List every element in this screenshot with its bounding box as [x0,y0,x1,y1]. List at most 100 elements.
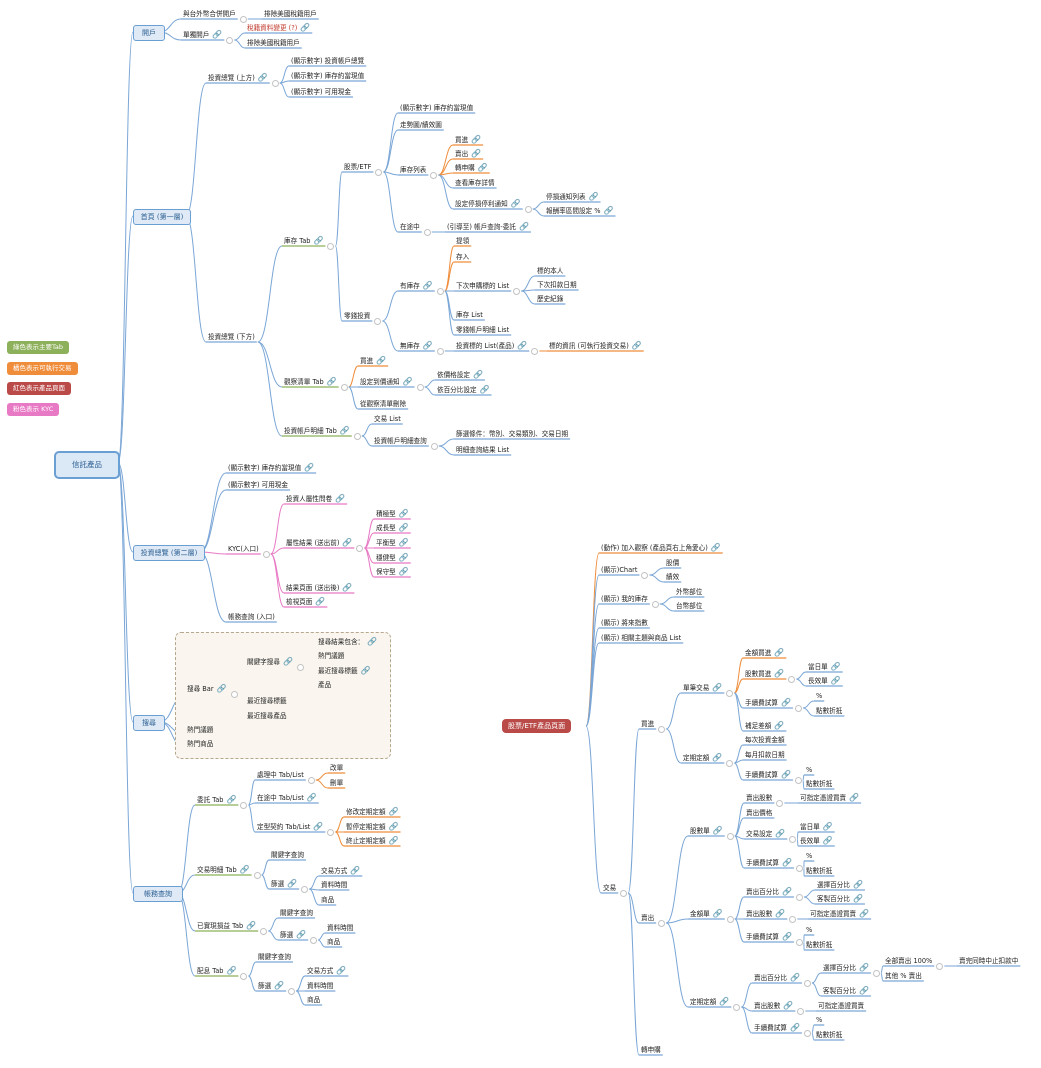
node-kyc_t1[interactable]: 積極型🔗 [376,509,409,519]
link-icon[interactable]: 🔗 [849,793,860,802]
collapse-toggle-icon[interactable] [296,664,304,671]
node-kyc-question[interactable]: 投資人屬性問卷🔗 [286,494,345,504]
link-icon[interactable]: 🔗 [398,509,409,518]
link-icon[interactable]: 🔗 [216,684,227,693]
node-custom-pct-1[interactable]: 客製百分比🔗 [817,894,863,904]
node-trade-tab[interactable]: 交易明細 Tab🔗 [197,865,250,875]
link-icon[interactable]: 🔗 [246,921,257,930]
node-kyc_t4[interactable]: 穩健型🔗 [376,553,409,563]
collapse-toggle-icon[interactable] [307,777,315,784]
collapse-toggle-icon[interactable] [936,963,944,970]
link-icon[interactable]: 🔗 [226,966,237,975]
node-kyc-result[interactable]: 屬性結果 (送出前)🔗 [286,538,352,548]
collapse-toggle-icon[interactable] [226,37,234,44]
node-acct-query[interactable]: 投資帳戶明細查詢 [374,436,427,446]
node-account-tab[interactable]: 投資帳戶明細 Tab🔗 [284,426,350,436]
node-il-buy[interactable]: 買進🔗 [455,135,481,145]
collapse-toggle-icon[interactable] [524,206,532,213]
node-tax-change[interactable]: 稅籍資料變更 (?)🔗 [247,23,310,33]
link-icon[interactable]: 🔗 [780,698,791,707]
node-sell-shares-3[interactable]: 賣出股數🔗 [754,1001,793,1011]
collapse-toggle-icon[interactable] [795,894,803,901]
node-fee-points-3[interactable]: 點數折抵 [806,866,832,876]
node-has-inventory[interactable]: 有庫存🔗 [400,281,433,291]
node-fixed-tab[interactable]: 定型契約 Tab/List🔗 [257,822,323,832]
node-add-watch[interactable]: (動作) 加入觀察 (產品頁右上角愛心)🔗 [601,543,721,553]
node-ov_top_3[interactable]: (顯示數字) 可用現金 [291,87,351,97]
collapse-toggle-icon[interactable] [327,243,335,250]
node-amount-order[interactable]: 金額單🔗 [690,909,723,919]
collapse-toggle-icon[interactable] [430,443,438,450]
node-ov2-cash[interactable]: (顯示數字) 可用現金 [228,480,288,490]
link-icon[interactable]: 🔗 [398,567,409,576]
node-no-inv-info[interactable]: 標的資訊 (可執行投資交易)🔗 [549,341,642,351]
node-keyword-search[interactable]: 關鍵字搜尋🔗 [247,657,293,667]
node-trade-filter[interactable]: 篩選🔗 [271,879,297,889]
node-dividend-tab[interactable]: 配息 Tab🔗 [197,966,236,976]
node-related-list[interactable]: (顯示) 相關主題與商品 List [601,633,681,643]
node-fee-pct-2[interactable]: % [806,765,812,775]
link-icon[interactable]: 🔗 [422,341,433,350]
node-div_f2[interactable]: 資料時間 [307,981,333,991]
collapse-toggle-icon[interactable] [310,937,318,944]
node-watch-tab[interactable]: 觀察清單 Tab🔗 [284,377,337,387]
link-icon[interactable]: 🔗 [471,135,482,144]
node-chart-perf[interactable]: 績效 [666,572,679,582]
collapse-toggle-icon[interactable] [436,348,444,355]
node-single-trade[interactable]: 單筆交易🔗 [683,683,722,693]
node-open[interactable]: 開戶 [133,25,165,41]
node-watch-buy[interactable]: 買進🔗 [360,356,386,366]
collapse-toggle-icon[interactable] [301,886,309,893]
node-choose-pct-1[interactable]: 選擇百分比🔗 [817,880,863,890]
collapse-toggle-icon[interactable] [430,172,438,179]
node-div_f1[interactable]: 交易方式🔗 [307,966,346,976]
node-buy[interactable]: 買進 [641,719,654,729]
link-icon[interactable]: 🔗 [774,648,785,657]
node-modify-order[interactable]: 改單 [330,763,343,773]
node-tt_f1[interactable]: 交易方式🔗 [321,866,360,876]
collapse-toggle-icon[interactable] [658,726,666,733]
node-hot-topic[interactable]: 熱門議題 [187,725,213,735]
node-choose-pct-2[interactable]: 選擇百分比🔗 [823,963,869,973]
node-account-query[interactable]: 帳務查詢 (入口) [228,612,275,622]
node-div_f3[interactable]: 商品 [307,995,320,1005]
product-page-root[interactable]: 股票/ETF產品頁面 [502,719,572,733]
collapse-toggle-icon[interactable] [239,16,247,23]
node-cert-trade-1[interactable]: 可指定憑證買賣🔗 [800,793,859,803]
node-ov_top_2[interactable]: (顯示數字) 庫存約當現值 [291,71,364,81]
node-future-index[interactable]: (顯示) 將來指數 [601,618,648,628]
collapse-toggle-icon[interactable] [872,970,880,977]
collapse-toggle-icon[interactable] [353,433,361,440]
node-kw_2[interactable]: 熱門議題 [318,651,344,661]
link-icon[interactable]: 🔗 [830,662,841,671]
link-icon[interactable]: 🔗 [367,637,378,646]
node-switch[interactable]: 轉申購 [641,1045,661,1055]
node-fixed-sell[interactable]: 定期定額🔗 [690,997,729,1007]
link-icon[interactable]: 🔗 [388,822,399,831]
node-recent-tag[interactable]: 最近搜尋標籤 [247,696,287,706]
collapse-toggle-icon[interactable] [375,169,383,176]
link-icon[interactable]: 🔗 [781,932,792,941]
link-icon[interactable]: 🔗 [287,879,298,888]
collapse-toggle-icon[interactable] [803,980,811,987]
node-se-chart[interactable]: 走勢圖/績效圖 [400,120,442,130]
node-tt_f3[interactable]: 商品 [321,895,334,905]
collapse-toggle-icon[interactable] [416,384,424,391]
link-icon[interactable]: 🔗 [326,377,337,386]
link-icon[interactable]: 🔗 [822,822,833,831]
node-overview-bottom[interactable]: 投資總覽 (下方) [208,332,255,342]
node-kyc-review[interactable]: 檢視頁面🔗 [286,597,325,607]
link-icon[interactable]: 🔗 [631,341,642,350]
link-icon[interactable]: 🔗 [306,793,317,802]
link-icon[interactable]: 🔗 [781,858,792,867]
collapse-toggle-icon[interactable] [803,1030,811,1037]
node-div-kw[interactable]: 關鍵字查詢 [258,952,291,962]
node-hot-product[interactable]: 熱門商品 [187,739,213,749]
node-sell-pct-1[interactable]: 賣出百分比🔗 [746,887,792,897]
node-trade-list[interactable]: 交易 List [374,414,401,424]
link-icon[interactable]: 🔗 [859,909,870,918]
collapse-toggle-icon[interactable] [262,551,270,558]
link-icon[interactable]: 🔗 [388,807,399,816]
node-top-up[interactable]: 補足差額🔗 [745,721,784,731]
node-home[interactable]: 首頁 (第一層) [133,209,191,225]
